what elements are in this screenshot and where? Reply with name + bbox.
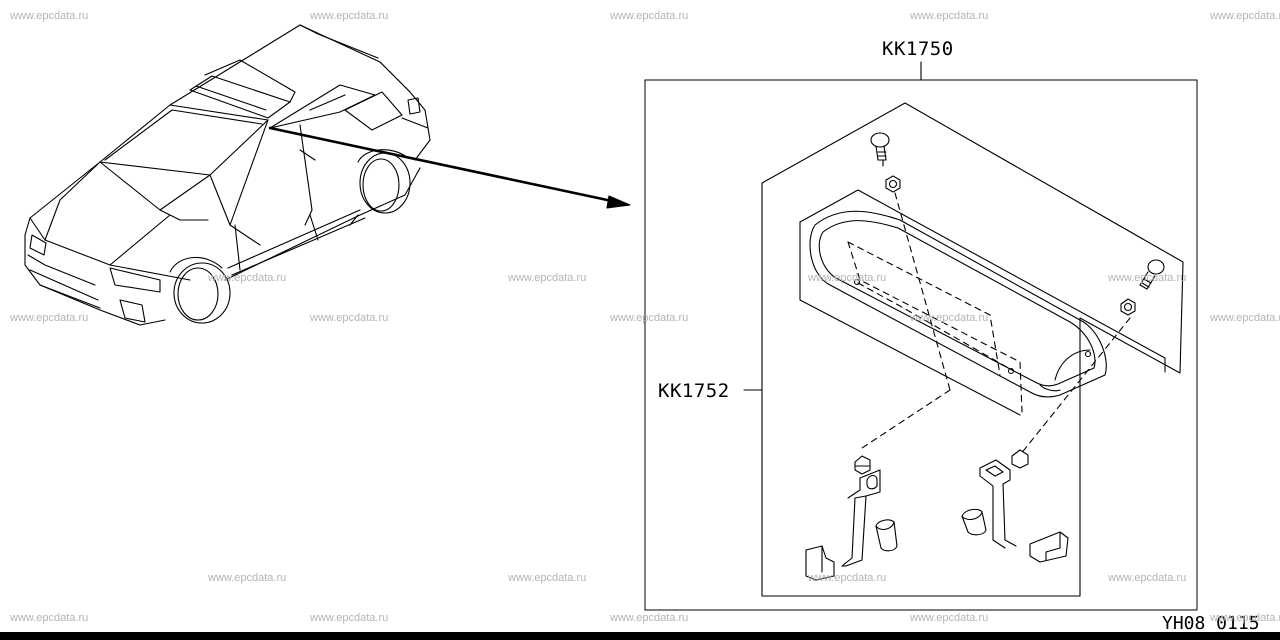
watermark: www.epcdata.ru: [808, 272, 887, 284]
watermark: www.epcdata.ru: [10, 312, 89, 324]
watermark: www.epcdata.ru: [10, 10, 89, 22]
watermark: www.epcdata.ru: [808, 572, 887, 584]
watermark: www.epcdata.ru: [1210, 612, 1280, 624]
assembly-part-label: KK1750: [882, 38, 954, 60]
left-bracket: [841, 469, 881, 567]
watermark: www.epcdata.ru: [310, 10, 389, 22]
watermark: www.epcdata.ru: [508, 572, 587, 584]
watermark: www.epcdata.ru: [310, 312, 389, 324]
watermark: www.epcdata.ru: [910, 612, 989, 624]
right-bolt: [1139, 259, 1165, 290]
watermark: www.epcdata.ru: [1210, 10, 1280, 22]
bottom-border: [0, 632, 1280, 640]
left-pad: [805, 545, 835, 581]
diagram-code: YH08 0115: [1162, 613, 1260, 634]
assembly-frame: [644, 79, 1198, 611]
watermark: www.epcdata.ru: [310, 612, 389, 624]
left-clip: [854, 455, 871, 475]
right-washer: [1120, 298, 1136, 316]
watermark: www.epcdata.ru: [508, 272, 587, 284]
left-grommet: [875, 519, 898, 552]
watermark: www.epcdata.ru: [610, 10, 689, 22]
watermark: www.epcdata.ru: [208, 272, 287, 284]
watermark: www.epcdata.ru: [208, 572, 287, 584]
panel-part: [799, 189, 1166, 416]
watermark: www.epcdata.ru: [10, 612, 89, 624]
watermark: www.epcdata.ru: [910, 312, 989, 324]
location-arrow: [268, 126, 631, 209]
fastener-lines: [861, 192, 1131, 456]
sub-part-label: KK1752: [658, 380, 730, 402]
watermark: www.epcdata.ru: [1108, 272, 1187, 284]
watermark: www.epcdata.ru: [1108, 572, 1187, 584]
watermark: www.epcdata.ru: [610, 312, 689, 324]
right-clip: [1011, 449, 1029, 469]
right-grommet: [961, 508, 987, 536]
watermark: www.epcdata.ru: [1210, 312, 1280, 324]
sub-assembly-boundary: [761, 102, 1184, 597]
left-washer: [885, 175, 901, 193]
right-bracket: [979, 459, 1017, 549]
car-illustration: [24, 24, 431, 326]
watermark: www.epcdata.ru: [610, 612, 689, 624]
watermark: www.epcdata.ru: [910, 10, 989, 22]
right-pad: [1029, 531, 1069, 563]
left-bolt: [870, 132, 890, 167]
